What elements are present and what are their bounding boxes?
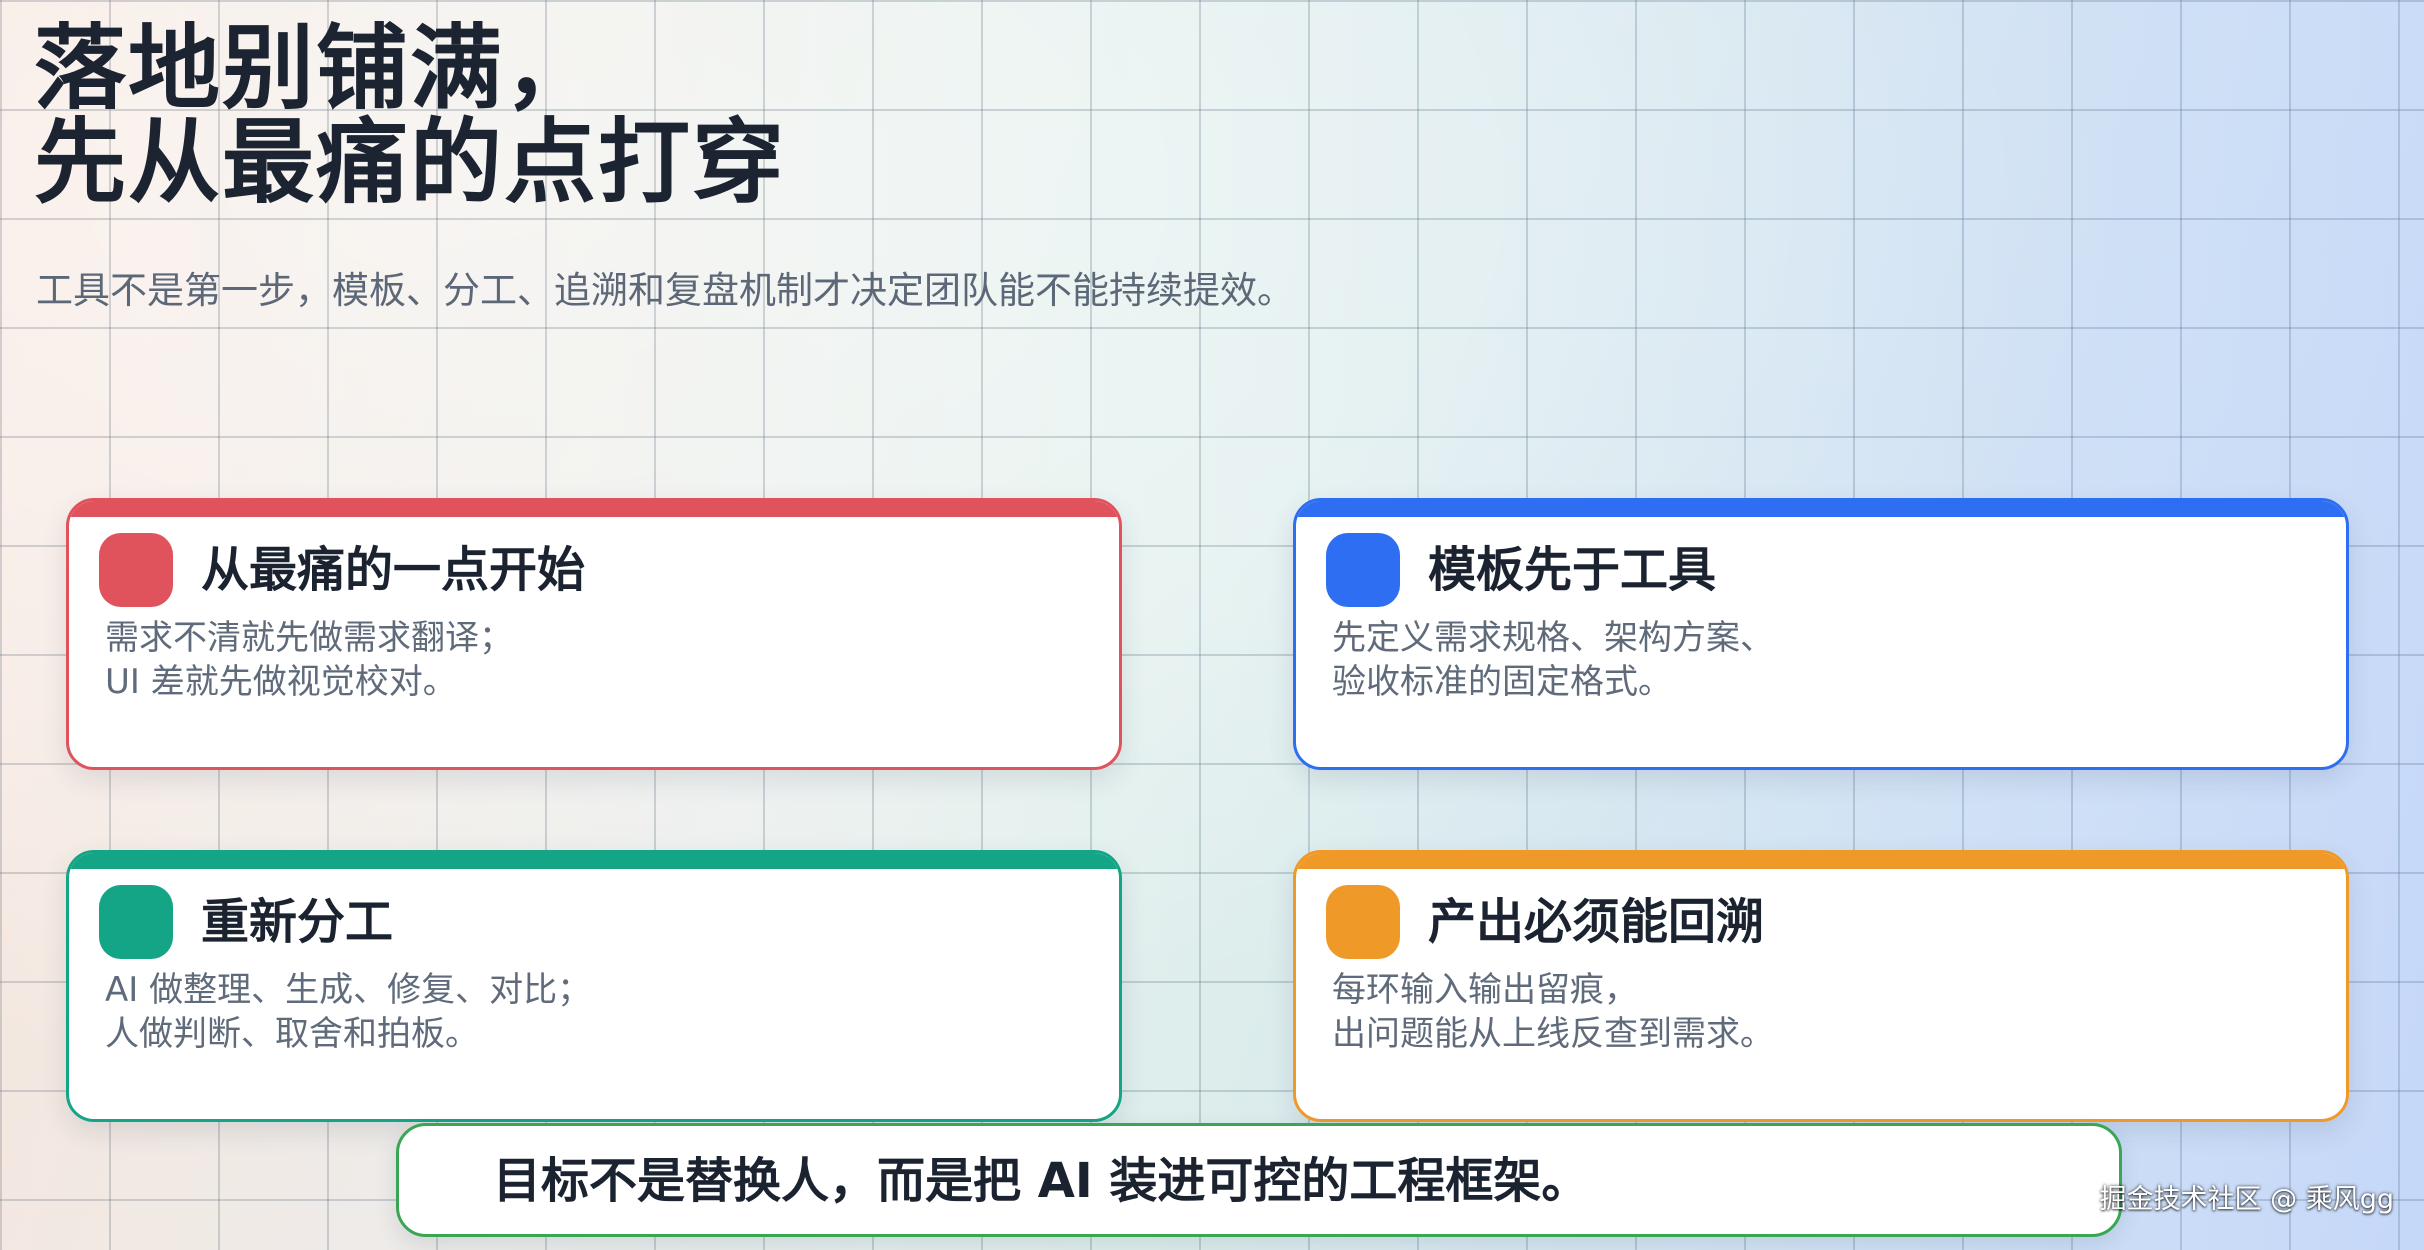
card-description-line: 人做判断、取舍和拍板。 [105,1014,479,1054]
card-accent-bar [69,501,1119,517]
card-accent-bar [69,853,1119,869]
card-description-line: 需求不清就先做需求翻译； [105,618,513,658]
card-title: 产出必须能回溯 [1428,894,1765,950]
card-description-line: 验收标准的固定格式。 [1332,662,1672,702]
card-description: 先定义需求规格、架构方案、 验收标准的固定格式。 [1332,616,1774,704]
page-subtitle: 工具不是第一步，模板、分工、追溯和复盘机制才决定团队能不能持续提效。 [36,269,1294,312]
card-template-first: 模板先于工具 先定义需求规格、架构方案、 验收标准的固定格式。 [1293,498,2349,770]
card-description-line: UI 差就先做视觉校对。 [105,662,457,702]
card-description: 需求不清就先做需求翻译； UI 差就先做视觉校对。 [105,616,513,704]
card-title: 重新分工 [201,894,394,950]
card-description: 每环输入输出留痕， 出问题能从上线反查到需求。 [1332,968,1774,1056]
card-description: AI 做整理、生成、修复、对比； 人做判断、取舍和拍板。 [105,968,591,1056]
page-title-line-2: 先从最痛的点打穿 [34,109,787,216]
square-badge-icon [1326,533,1400,607]
square-badge-icon [1326,885,1400,959]
card-accent-bar [1296,501,2346,517]
square-badge-icon [99,533,173,607]
goal-banner: 目标不是替换人，而是把 AI 装进可控的工程框架。 [396,1123,2122,1237]
square-badge-icon [99,885,173,959]
card-accent-bar [1296,853,2346,869]
page-title: 落地别铺满， 先从最痛的点打穿 [34,22,786,210]
card-redivide-work: 重新分工 AI 做整理、生成、修复、对比； 人做判断、取舍和拍板。 [66,850,1122,1122]
goal-text: 目标不是替换人，而是把 AI 装进可控的工程框架。 [493,1153,1590,1209]
card-description-line: AI 做整理、生成、修复、对比； [105,970,592,1010]
card-start-with-pain-point: 从最痛的一点开始 需求不清就先做需求翻译； UI 差就先做视觉校对。 [66,498,1122,770]
card-title: 模板先于工具 [1428,542,1717,598]
page-title-line-1: 落地别铺满， [34,15,599,122]
watermark: 掘金技术社区 @ 乘风gg [2099,1184,2394,1215]
card-description-line: 每环输入输出留痕， [1332,970,1638,1010]
card-traceable-output: 产出必须能回溯 每环输入输出留痕， 出问题能从上线反查到需求。 [1293,850,2349,1122]
card-title: 从最痛的一点开始 [201,542,586,598]
card-description-line: 出问题能从上线反查到需求。 [1332,1014,1774,1054]
card-description-line: 先定义需求规格、架构方案、 [1332,618,1774,658]
